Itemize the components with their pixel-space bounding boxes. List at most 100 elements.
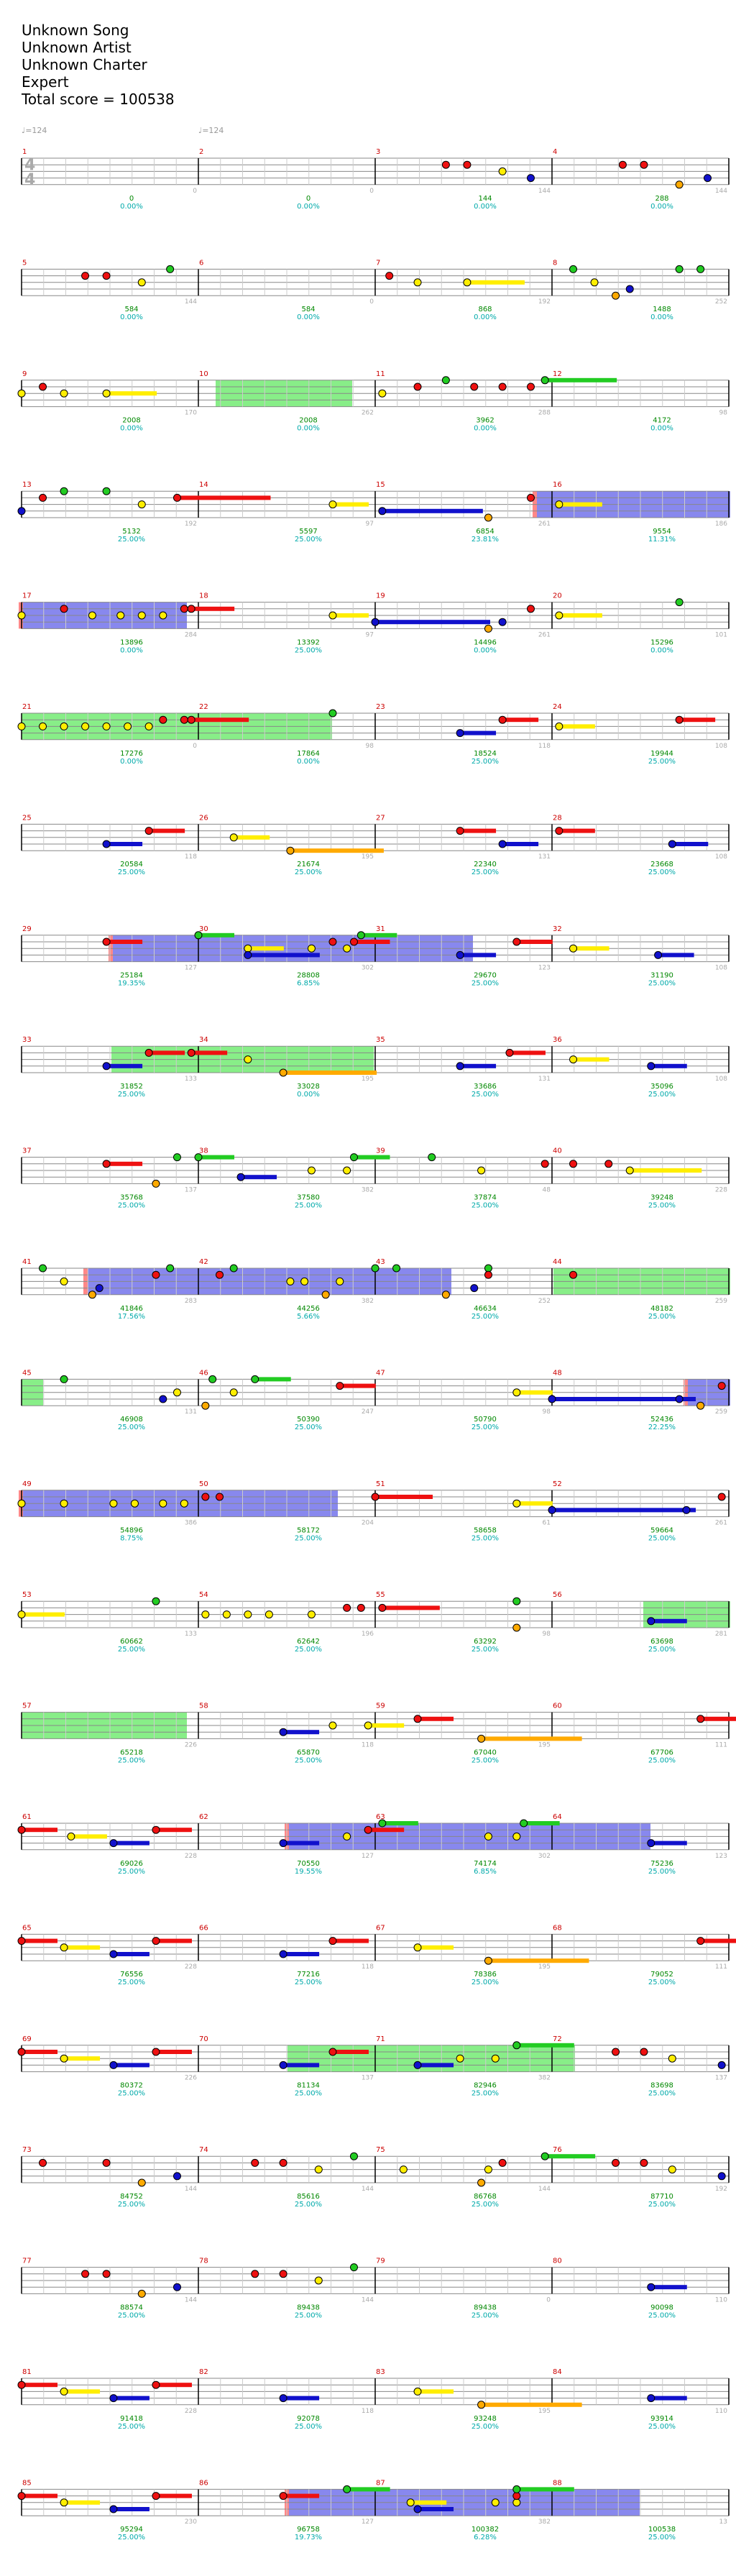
yellow-note <box>39 722 47 730</box>
measure-total-score: 95294 <box>120 2526 143 2534</box>
sustain-tail <box>283 2396 320 2401</box>
staff-row: 917020080.00%1026220080.00%1128839620.00… <box>17 370 730 433</box>
green-note <box>343 2485 351 2493</box>
sustain-tail <box>241 1175 277 1180</box>
measure-total-score: 17864 <box>297 750 320 758</box>
measure-percent: 22.25% <box>648 1424 676 1431</box>
yellow-note <box>569 1055 578 1064</box>
measure-percent: 25.00% <box>118 536 145 544</box>
measure-total-score: 82946 <box>474 2082 497 2090</box>
measure-number: 6 <box>199 259 203 267</box>
sustain-tail <box>64 1945 101 1950</box>
sustain-tail <box>22 2493 58 2498</box>
red-note <box>328 2048 337 2056</box>
green-note <box>392 1264 401 1273</box>
measure-total-score: 13392 <box>297 638 320 646</box>
yellow-note <box>484 1832 492 1841</box>
blue-note <box>717 2061 726 2069</box>
time-signature-bottom: 4 <box>24 171 35 189</box>
green-note <box>349 2152 358 2160</box>
red-note <box>456 827 464 835</box>
measure-percent: 25.00% <box>472 2423 499 2431</box>
sustain-tail <box>650 1063 687 1068</box>
song-title: Unknown Song <box>22 22 129 39</box>
measure-percent: 0.00% <box>120 313 143 321</box>
measure-note-score: 144 <box>362 2186 374 2193</box>
measure-number: 24 <box>553 703 562 711</box>
measure-total-score: 1488 <box>653 306 671 313</box>
red-note <box>675 715 684 724</box>
measure-note-score: 131 <box>538 1076 551 1083</box>
red-note <box>328 938 337 946</box>
green-note <box>166 265 175 273</box>
measure-number: 28 <box>553 814 562 822</box>
measure-note-score: 247 <box>362 1408 374 1416</box>
red-note <box>216 1493 224 1501</box>
sustain-tail <box>558 724 595 729</box>
measure-number: 44 <box>553 1258 562 1266</box>
sustain-tail <box>106 1063 143 1068</box>
red-note <box>81 2270 90 2278</box>
measure-note-score: 259 <box>715 1408 727 1416</box>
red-note <box>180 605 188 613</box>
measure-total-score: 96758 <box>297 2526 320 2534</box>
red-note <box>102 2270 111 2278</box>
measure-note-score: 127 <box>362 2518 374 2526</box>
red-note <box>526 382 535 391</box>
yellow-note <box>336 1277 344 1285</box>
measure-percent: 25.00% <box>118 868 145 876</box>
sustain-tail <box>700 1938 736 1943</box>
sustain-tail <box>418 1716 454 1721</box>
yellow-note <box>144 722 153 730</box>
red-note <box>717 1382 726 1390</box>
measure-total-score: 31190 <box>650 972 673 980</box>
sustain-tail <box>283 2063 320 2068</box>
yellow-note <box>17 389 26 398</box>
sustain-tail <box>64 2389 101 2394</box>
measure-percent: 25.00% <box>295 536 322 544</box>
green-note <box>60 487 68 495</box>
measure-percent: 25.00% <box>648 1646 676 1654</box>
measure-percent: 25.00% <box>648 868 676 876</box>
measure-number: 69 <box>22 2035 32 2043</box>
measure-percent: 25.00% <box>118 1868 145 1876</box>
red-note <box>187 715 196 724</box>
measure-total-score: 144 <box>478 195 492 203</box>
measure-percent: 25.00% <box>472 1201 499 1209</box>
sustain-tail <box>516 940 553 944</box>
measure-number: 1 <box>22 148 27 156</box>
measure-percent: 25.00% <box>648 2201 676 2209</box>
sustain-tail <box>22 1828 58 1833</box>
sustain-tail <box>418 2507 454 2511</box>
green-note <box>349 1153 358 1162</box>
measure-number: 66 <box>199 1924 208 1932</box>
measure-note-score: 137 <box>185 1186 197 1193</box>
orange-note <box>477 2178 486 2187</box>
blue-note <box>109 1950 118 1958</box>
measure-number: 29 <box>22 925 32 933</box>
measure-number: 81 <box>22 2368 32 2376</box>
red-note <box>251 2270 259 2278</box>
measure-number: 85 <box>22 2479 32 2487</box>
measure-percent: 25.00% <box>472 868 499 876</box>
measure-total-score: 89438 <box>474 2304 497 2311</box>
sustain-tail <box>332 613 369 618</box>
red-note <box>152 2380 160 2389</box>
yellow-note <box>88 611 96 620</box>
measure-note-score: 281 <box>715 1631 727 1638</box>
green-note <box>102 487 111 495</box>
sustain-tail <box>410 2500 447 2505</box>
measure-note-score: 118 <box>185 853 197 861</box>
sustain-tail <box>234 835 270 840</box>
artist-name: Unknown Artist <box>22 39 132 56</box>
sustain-tail <box>354 940 390 944</box>
sustain-tail <box>339 1383 376 1388</box>
green-note <box>371 1264 380 1273</box>
measure-note-score: 284 <box>185 631 197 638</box>
yellow-note <box>328 1721 337 1730</box>
red-note <box>484 1270 492 1279</box>
green-note <box>675 265 684 273</box>
red-note <box>279 2492 288 2501</box>
red-note <box>102 2158 111 2167</box>
measure-number: 45 <box>22 1369 32 1377</box>
